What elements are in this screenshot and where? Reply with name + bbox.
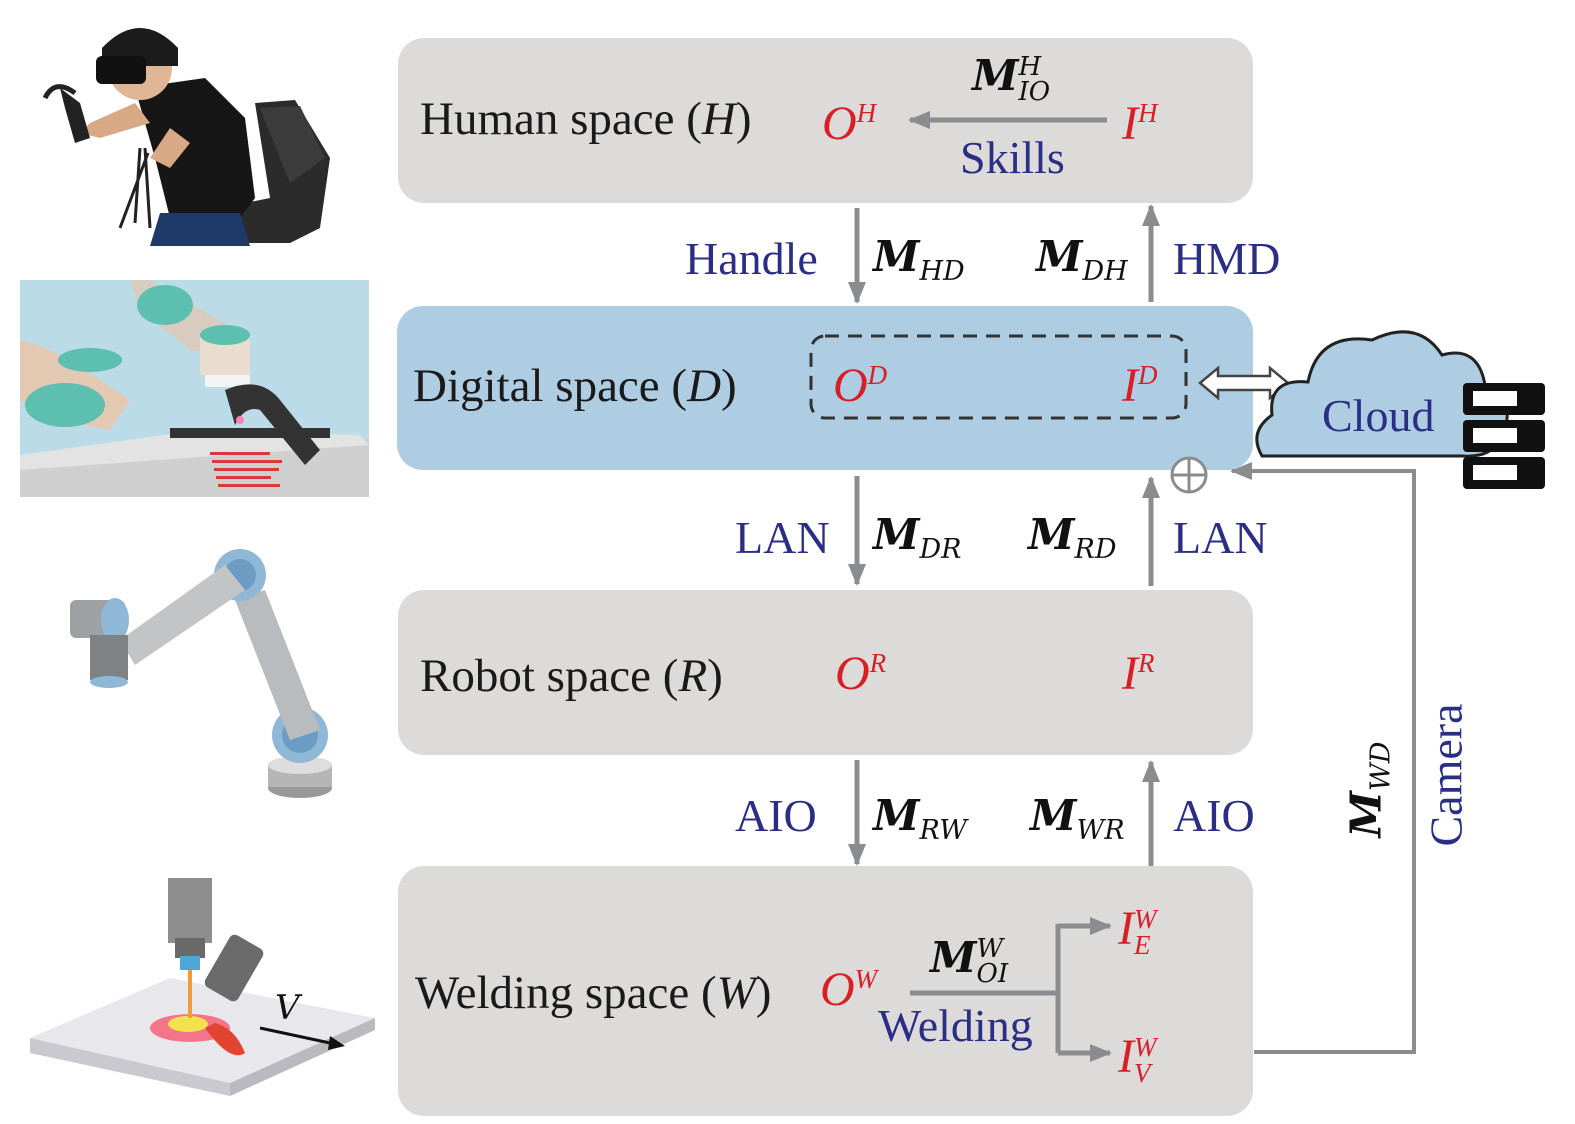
input-digital: ID: [1122, 359, 1158, 412]
welding-space-label: Welding space (W): [415, 967, 772, 1019]
robot-space-box: [398, 590, 1253, 755]
mapping-hd: MHD: [873, 232, 965, 287]
hmd-label: HMD: [1173, 233, 1281, 284]
lan-down-label: LAN: [735, 512, 830, 563]
digital-twin-screenshot: [20, 280, 369, 497]
mapping-rw: MRW: [873, 791, 967, 846]
welding-label: Welding: [878, 1000, 1033, 1051]
digital-io-dashed-box: [809, 334, 1188, 420]
welding-velocity-label: V: [275, 988, 300, 1028]
human-space-box: [398, 38, 1253, 203]
human-operator-photo: [40, 8, 340, 246]
mapping-rd: MRD: [1028, 510, 1117, 565]
handle-label: Handle: [685, 233, 818, 284]
input-human: IH: [1122, 97, 1158, 150]
camera-label: Camera: [1420, 703, 1472, 847]
mapping-wr: MWR: [1030, 791, 1125, 846]
mapping-dr: MDR: [873, 510, 962, 565]
output-welding: OW: [820, 963, 878, 1016]
aio-up-label: AIO: [1173, 790, 1255, 841]
digital-space-label: Digital space (D): [413, 360, 737, 412]
output-digital: OD: [833, 359, 888, 412]
robot-arm-photo: [60, 540, 350, 800]
mapping-wd: MWD: [1341, 741, 1397, 838]
welding-process-illustration: V: [30, 878, 375, 1096]
output-human: OH: [822, 97, 877, 150]
input-robot: IR: [1122, 647, 1155, 700]
digital-space-box: [397, 306, 1253, 470]
lan-up-label: LAN: [1173, 512, 1268, 563]
human-space-label: Human space (H): [420, 93, 752, 145]
output-robot: OR: [835, 647, 887, 700]
cloud-label: Cloud: [1322, 390, 1435, 441]
skills-label: Skills: [960, 132, 1065, 183]
robot-space-label: Robot space (R): [420, 650, 723, 702]
welding-space-box: [398, 866, 1253, 1116]
mapping-dh: MDH: [1036, 232, 1128, 287]
aio-down-label: AIO: [735, 790, 817, 841]
camera-feedback-line: [1230, 462, 1416, 1054]
